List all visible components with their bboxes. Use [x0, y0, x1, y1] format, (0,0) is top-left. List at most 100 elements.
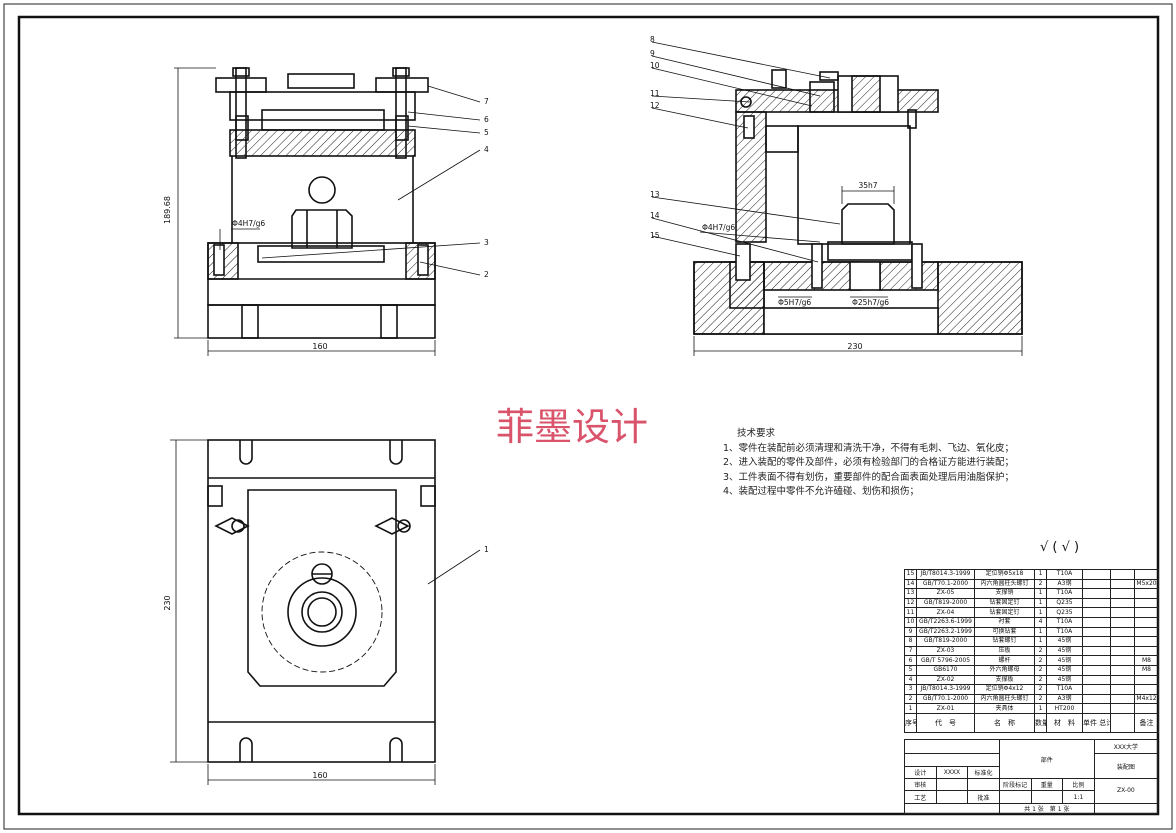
- bom-cell-no: 13: [904, 588, 917, 599]
- bom-cell-qty: 1: [1034, 597, 1047, 609]
- bom-cell-mat: Q235: [1046, 597, 1083, 609]
- bom-cell-name: 外六角螺母: [974, 664, 1035, 676]
- balloon-7: 7: [484, 97, 489, 106]
- bom-cell-note: [1134, 684, 1159, 695]
- bom-cell-code: GB/T 5796-2005: [916, 655, 975, 666]
- inner-frame: [17, 15, 1160, 816]
- front-balloons: 7 6 5 4 3 2: [484, 97, 489, 279]
- bom-cell-mat: A3钢: [1046, 578, 1083, 590]
- bom-cell-code: ZX-02: [916, 674, 975, 686]
- title-drawing-no: ZX-00: [1093, 778, 1159, 804]
- balloon-3: 3: [484, 238, 489, 247]
- balloon-6: 6: [484, 115, 489, 124]
- side-fit-5: Φ5H7/g6: [778, 298, 811, 307]
- bom-cell-note: M5x20: [1134, 578, 1159, 590]
- bom-cell-note: [1134, 597, 1159, 609]
- bom-cell-no: 7: [904, 645, 917, 657]
- title-review: 审核: [904, 778, 937, 792]
- bom-cell-qty: 1: [1034, 607, 1047, 618]
- bom-cell-mat: 45钢: [1046, 645, 1083, 657]
- bom-cell-name: 螺杆: [974, 655, 1035, 666]
- front-view: [174, 67, 481, 356]
- title-scale: 1:1: [1062, 790, 1095, 804]
- bom-header-name: 名 称: [974, 712, 1035, 733]
- bom-cell-no: 9: [904, 626, 917, 638]
- bom-cell-note: [1134, 674, 1159, 686]
- front-width-dim: 160: [312, 342, 327, 351]
- side-fit-4: Φ4H7/g6: [702, 223, 735, 232]
- bom-cell-name: 钻套固定钉: [974, 607, 1035, 618]
- bom-cell-name: 钻套螺钉: [974, 636, 1035, 647]
- bom-header-code: 代 号: [916, 712, 975, 733]
- bom-cell-code: ZX-01: [916, 703, 975, 714]
- balloon-11: 11: [650, 89, 660, 98]
- bom-cell-qty: 2: [1034, 674, 1047, 686]
- bom-cell-name: 夹具体: [974, 703, 1035, 714]
- balloon-12: 12: [650, 101, 660, 110]
- tech-req-item: 3、工件表面不得有划伤，重要部件的配合面表面处理后用油脂保护；: [723, 471, 1015, 483]
- bom-cell-mat: 45钢: [1046, 674, 1083, 686]
- bom-cell-note: [1134, 569, 1159, 580]
- title-part-label: 部件: [998, 738, 1095, 780]
- bom-cell-name: 内六角圆柱头螺钉: [974, 578, 1035, 590]
- title-std: 标准化: [967, 765, 1000, 780]
- bom-cell-code: GB/T819-2000: [916, 597, 975, 609]
- balloon-15: 15: [650, 231, 660, 240]
- bom-cell-name: 钻套固定钉: [974, 597, 1035, 609]
- bom-header-note: 备注: [1134, 712, 1159, 733]
- bom-cell-mat: Q235: [1046, 607, 1083, 618]
- top-width-dim: 160: [312, 771, 327, 780]
- balloon-4: 4: [484, 145, 489, 154]
- bom-header-mat: 材 料: [1046, 712, 1083, 733]
- bom-cell-code: GB/T2263.6-1999: [916, 616, 975, 628]
- bom-cell-name: 内六角圆柱头螺钉: [974, 693, 1035, 705]
- bom-cell-code: ZX-05: [916, 588, 975, 599]
- bom-cell-mat: A3钢: [1046, 693, 1083, 705]
- top-view: [170, 439, 481, 785]
- bom-cell-qty: 2: [1034, 664, 1047, 676]
- bom-cell-mat: 45钢: [1046, 664, 1083, 676]
- bom-cell-code: ZX-03: [916, 645, 975, 657]
- bom-cell-mat: T10A: [1046, 616, 1083, 628]
- title-designer: 设计: [904, 765, 937, 780]
- watermark-text: 菲墨设计: [496, 405, 648, 449]
- side-width-dim: 230: [847, 342, 862, 351]
- bom-cell-note: [1134, 645, 1159, 657]
- bom-cell-no: 3: [904, 684, 917, 695]
- bom-cell-mat: T10A: [1046, 684, 1083, 695]
- bom-cell-name: 定位销Φ4x12: [974, 684, 1035, 695]
- outer-border: [3, 3, 1173, 830]
- bom-cell-note: [1134, 616, 1159, 628]
- bom-cell-mat: 45钢: [1046, 636, 1083, 647]
- bom-cell-qty: 4: [1034, 616, 1047, 628]
- title-school: XXX大学: [1093, 738, 1159, 755]
- bom-cell-qty: 1: [1034, 703, 1047, 714]
- bom-header-no: 序号: [904, 712, 917, 733]
- bom-cell-mat: T10A: [1046, 569, 1083, 580]
- roughness-symbol: √ ( √ ): [1040, 540, 1080, 555]
- title-drawing-name: 装配图: [1093, 753, 1159, 780]
- bom-cell-no: 12: [904, 597, 917, 609]
- side-fit-25: Φ25h7/g6: [852, 298, 889, 307]
- bom-cell-name: 支撑板: [974, 674, 1035, 686]
- title-block: 部件 XXX大学 装配图 设计 XXXX 标准化 审核 阶段标记 重量 比例 Z…: [904, 738, 1159, 815]
- title-stage: 阶段标记: [998, 778, 1032, 792]
- bom-cell-no: 10: [904, 616, 917, 628]
- bom-cell-no: 8: [904, 636, 917, 647]
- side-fit-35: 35h7: [858, 181, 877, 190]
- side-balloons: 8 9 10 11 12 13 14 15: [650, 35, 660, 240]
- bom-cell-code: GB/T819-2000: [916, 636, 975, 647]
- bom-cell-code: JB/T8014.3-1999: [916, 569, 975, 580]
- bom-cell-note: M8: [1134, 664, 1159, 676]
- bom-cell-name: 定位销Φ5x18: [974, 569, 1035, 580]
- bom-cell-qty: 1: [1034, 636, 1047, 647]
